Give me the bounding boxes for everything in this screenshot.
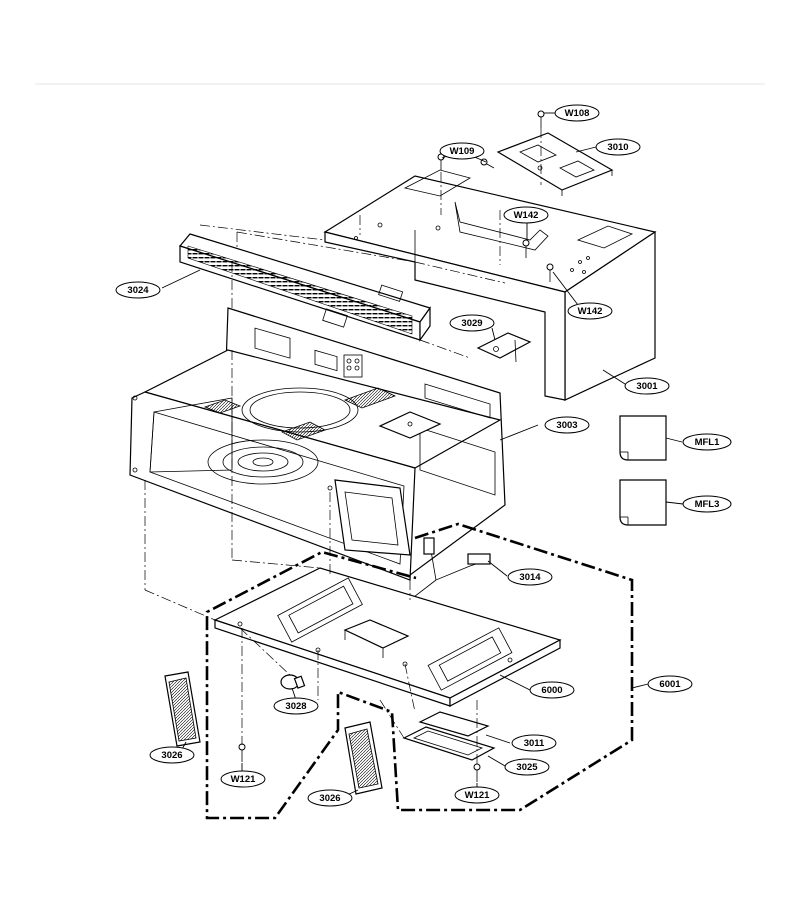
manual-part-mfl3 xyxy=(619,479,667,526)
screw-w142-a xyxy=(522,239,530,258)
callout-3026-left: 3026 xyxy=(149,746,195,764)
svg-text:3029: 3029 xyxy=(461,318,482,329)
grease-filter-part-3026-left xyxy=(164,671,201,747)
callout-6001: 6001 xyxy=(647,675,693,693)
callout-mfl3: MFL3 xyxy=(682,495,732,513)
callout-w108: W108 xyxy=(554,104,600,122)
svg-text:6000: 6000 xyxy=(541,685,562,696)
cover-part-3011 xyxy=(418,711,490,737)
lamp-holder-part-3025 xyxy=(402,726,496,761)
svg-text:MFL3: MFL3 xyxy=(695,499,720,510)
svg-text:MFL1: MFL1 xyxy=(695,437,721,448)
callout-3001: 3001 xyxy=(624,377,670,395)
screw-w108 xyxy=(537,110,545,128)
svg-text:W142: W142 xyxy=(514,210,539,221)
callout-w109: W109 xyxy=(439,142,485,160)
callout-w121-right: W121 xyxy=(454,786,500,804)
svg-text:3014: 3014 xyxy=(519,572,541,583)
svg-text:3011: 3011 xyxy=(524,738,545,749)
svg-text:W109: W109 xyxy=(450,146,475,157)
svg-text:3010: 3010 xyxy=(607,142,628,153)
oven-cavity-part-3003 xyxy=(129,307,506,581)
callout-3028: 3028 xyxy=(273,697,319,715)
grease-filter-part-3026-center xyxy=(344,721,383,795)
top-bracket-part-3010 xyxy=(496,132,614,196)
outer-case-part-3001 xyxy=(323,169,657,401)
callout-3029: 3029 xyxy=(449,314,495,332)
svg-text:3024: 3024 xyxy=(127,285,149,296)
svg-text:3026: 3026 xyxy=(319,793,340,804)
callout-3024: 3024 xyxy=(115,281,161,299)
callout-3010: 3010 xyxy=(595,138,641,156)
svg-text:W121: W121 xyxy=(231,774,257,785)
callout-3003: 3003 xyxy=(544,416,590,434)
callout-3011: 3011 xyxy=(511,734,557,752)
callout-w142-right: W142 xyxy=(567,302,613,320)
svg-text:W108: W108 xyxy=(565,108,590,119)
assembly-outline-6001 xyxy=(205,522,634,820)
callout-3014: 3014 xyxy=(507,568,553,586)
callout-3025: 3025 xyxy=(504,758,550,776)
svg-text:3026: 3026 xyxy=(161,750,182,761)
callout-6000: 6000 xyxy=(529,681,575,699)
svg-text:W142: W142 xyxy=(578,306,603,317)
vent-grille-part-3024 xyxy=(178,233,431,342)
screw-w121-left xyxy=(238,743,246,762)
callout-3026-center: 3026 xyxy=(307,789,353,807)
svg-text:6001: 6001 xyxy=(659,679,681,690)
svg-text:3025: 3025 xyxy=(516,762,538,773)
svg-text:3028: 3028 xyxy=(285,701,306,712)
lamp-part-3028 xyxy=(280,674,306,690)
svg-text:W121: W121 xyxy=(465,790,491,801)
base-plate-part-6000 xyxy=(213,567,562,707)
screw-w142-b xyxy=(546,263,554,282)
manual-part-mfl1 xyxy=(619,415,667,461)
screw-w109-a xyxy=(437,153,445,170)
svg-text:3003: 3003 xyxy=(556,420,577,431)
svg-text:3001: 3001 xyxy=(636,381,658,392)
callout-w142-top: W142 xyxy=(503,206,549,224)
screw-w121-right xyxy=(473,763,481,782)
callout-w121-left: W121 xyxy=(220,770,266,788)
callout-mfl1: MFL1 xyxy=(682,433,732,451)
bracket-part-3029 xyxy=(476,332,532,363)
